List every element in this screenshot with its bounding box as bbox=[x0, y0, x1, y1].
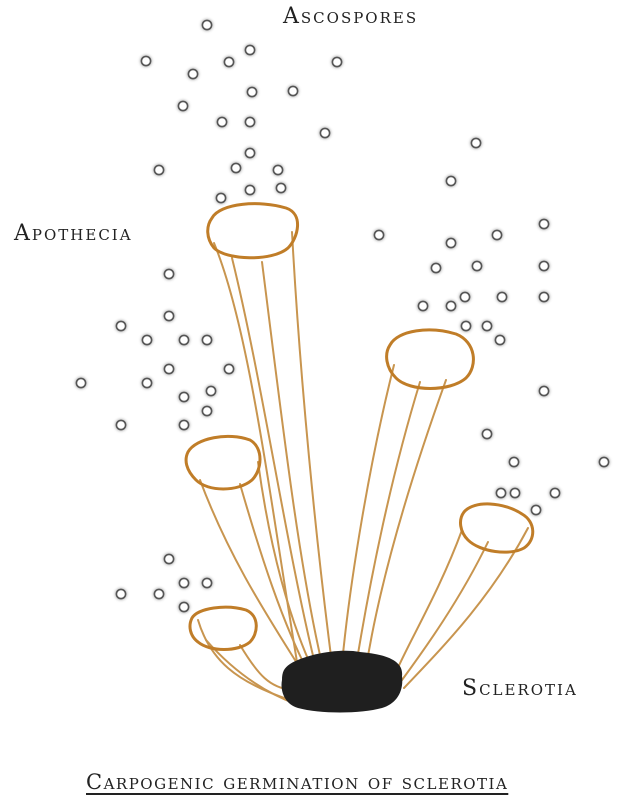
ascospore bbox=[202, 20, 211, 29]
ascospore bbox=[216, 193, 225, 202]
ascospore bbox=[76, 378, 85, 387]
ascospore bbox=[245, 117, 254, 126]
ascospore bbox=[495, 335, 504, 344]
ascospore bbox=[446, 301, 455, 310]
stalk-right-middle bbox=[366, 380, 446, 668]
ascospore bbox=[539, 292, 548, 301]
ascospore bbox=[320, 128, 329, 137]
ascospore bbox=[141, 56, 150, 65]
ascospore bbox=[245, 148, 254, 157]
ascospore bbox=[164, 269, 173, 278]
ascospore bbox=[510, 488, 519, 497]
ascospore bbox=[599, 457, 608, 466]
ascospore bbox=[471, 138, 480, 147]
ascospore bbox=[116, 321, 125, 330]
ascospore bbox=[276, 183, 285, 192]
stalk-bottom-left bbox=[198, 620, 290, 700]
ascospore bbox=[497, 292, 506, 301]
stalk-right-middle bbox=[342, 365, 394, 664]
ascospore bbox=[164, 554, 173, 563]
sclerotium bbox=[282, 651, 403, 713]
ascospore bbox=[202, 406, 211, 415]
ascospore bbox=[245, 45, 254, 54]
ascospore bbox=[374, 230, 383, 239]
ascospore bbox=[247, 87, 256, 96]
ascospore bbox=[482, 429, 491, 438]
ascospore bbox=[116, 420, 125, 429]
apothecia-label: Apothecia bbox=[14, 221, 133, 246]
ascospore bbox=[509, 457, 518, 466]
ascospore bbox=[539, 261, 548, 270]
ascospore bbox=[461, 321, 470, 330]
ascospore bbox=[231, 163, 240, 172]
ascospore bbox=[164, 364, 173, 373]
ascospore bbox=[273, 165, 282, 174]
ascospore bbox=[288, 86, 297, 95]
ascospore bbox=[460, 292, 469, 301]
ascospore bbox=[446, 238, 455, 247]
ascospore bbox=[492, 230, 501, 239]
ascospore bbox=[539, 386, 548, 395]
apothecium-right-middle bbox=[387, 330, 474, 389]
apothecium-top-center bbox=[208, 204, 298, 258]
ascospore bbox=[179, 392, 188, 401]
ascospore bbox=[202, 578, 211, 587]
ascospore bbox=[154, 165, 163, 174]
ascospores-group bbox=[76, 20, 608, 611]
ascospore bbox=[332, 57, 341, 66]
stalk-right-middle bbox=[356, 382, 420, 666]
apothecium-left-middle bbox=[186, 436, 260, 489]
diagram-caption: Carpogenic germination of sclerotia bbox=[86, 770, 508, 794]
stalk-right-lower bbox=[402, 542, 488, 680]
ascospore bbox=[154, 589, 163, 598]
ascospore bbox=[446, 176, 455, 185]
ascospore bbox=[418, 301, 427, 310]
apothecium-right-lower bbox=[461, 504, 533, 552]
stalk-top-center bbox=[214, 243, 298, 668]
stalk-right-lower bbox=[396, 530, 462, 672]
ascospore bbox=[245, 185, 254, 194]
ascospores-label: Ascospores bbox=[283, 4, 418, 29]
ascospore bbox=[496, 488, 505, 497]
ascospore bbox=[142, 335, 151, 344]
ascospore bbox=[224, 57, 233, 66]
stalk-top-center bbox=[292, 232, 332, 664]
ascospore bbox=[179, 335, 188, 344]
ascospore bbox=[116, 589, 125, 598]
ascospore bbox=[179, 420, 188, 429]
ascospore bbox=[224, 364, 233, 373]
ascospore bbox=[206, 386, 215, 395]
ascospore bbox=[482, 321, 491, 330]
sclerotia-label: Sclerotia bbox=[462, 676, 578, 701]
ascospore bbox=[188, 69, 197, 78]
ascospore bbox=[179, 602, 188, 611]
stalk-top-center bbox=[232, 258, 315, 664]
apothecia-stalks bbox=[198, 232, 528, 704]
stalk-top-center bbox=[262, 262, 322, 664]
ascospore bbox=[217, 117, 226, 126]
ascospore bbox=[550, 488, 559, 497]
ascospore bbox=[202, 335, 211, 344]
ascospore bbox=[142, 378, 151, 387]
ascospore bbox=[539, 219, 548, 228]
ascospore bbox=[431, 263, 440, 272]
ascospore bbox=[472, 261, 481, 270]
ascospore bbox=[179, 578, 188, 587]
ascospore bbox=[531, 505, 540, 514]
ascospore bbox=[178, 101, 187, 110]
apothecia-cups bbox=[186, 204, 533, 650]
ascospore bbox=[164, 311, 173, 320]
